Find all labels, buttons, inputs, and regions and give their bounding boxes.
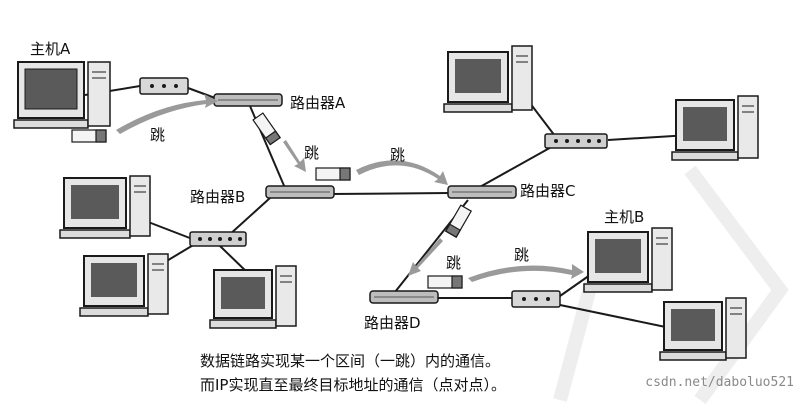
- watermark-text: csdn.net/daboluo521: [645, 375, 794, 390]
- hub-hostB: [511, 290, 561, 308]
- router-a: [213, 93, 283, 107]
- packet-4: [444, 204, 473, 238]
- hop-arrow-2: [283, 140, 306, 172]
- link-routerB-switchB: [227, 197, 271, 237]
- router-c: [447, 185, 517, 199]
- computer-host-b: [583, 227, 673, 293]
- computer-pc-top-right: [443, 45, 533, 113]
- caption-line-1: 数据链路实现某一个区间（一跳）内的通信。: [200, 352, 501, 370]
- computer-host-a: [13, 61, 111, 129]
- link-hub-pc-bottomright: [559, 304, 681, 331]
- caption-line-2: 而IP实现直至最终目标地址的通信（点对点）。: [200, 376, 506, 394]
- switch-routerB-side: [189, 231, 247, 247]
- hop-arrow-4: [408, 238, 443, 276]
- network-links: [84, 85, 691, 331]
- router-d: [369, 290, 439, 304]
- computer-pc-bottom-right: [659, 297, 747, 361]
- hop-label-5: 跳: [514, 246, 530, 264]
- link-routerC-switchC: [477, 144, 556, 189]
- computer-pc-right: [671, 95, 759, 161]
- hop-arrow-5: [468, 264, 584, 282]
- packet-3: [315, 167, 351, 181]
- packet-5: [427, 275, 463, 289]
- router-a-label: 路由器A: [290, 94, 346, 112]
- hop-arrow-1: [116, 94, 218, 134]
- computer-pc-left-bottom: [79, 253, 169, 317]
- hub-hostA: [139, 77, 189, 95]
- computer-pc-left-top: [59, 175, 151, 239]
- hop-label-1: 跳: [150, 126, 166, 144]
- packets: [71, 112, 473, 289]
- hop-label-2: 跳: [304, 144, 320, 162]
- hop-arrow-3: [356, 160, 448, 185]
- computer-pc-bottom-center: [209, 265, 297, 329]
- router-b-label: 路由器B: [190, 188, 246, 206]
- packet-1: [71, 129, 107, 143]
- packet-2: [252, 112, 281, 146]
- switch-routerC-side: [544, 133, 608, 149]
- router-c-label: 路由器C: [520, 182, 576, 200]
- hop-arrows: [116, 94, 584, 282]
- hop-label-3: 跳: [390, 146, 406, 164]
- router-b: [265, 185, 335, 199]
- router-d-label: 路由器D: [364, 314, 421, 332]
- host-b-label: 主机B: [604, 208, 645, 226]
- link-routerB-routerC: [329, 192, 451, 195]
- hop-label-4: 跳: [446, 254, 462, 272]
- link-hub-routerA: [187, 87, 216, 99]
- host-a-label: 主机A: [30, 40, 71, 58]
